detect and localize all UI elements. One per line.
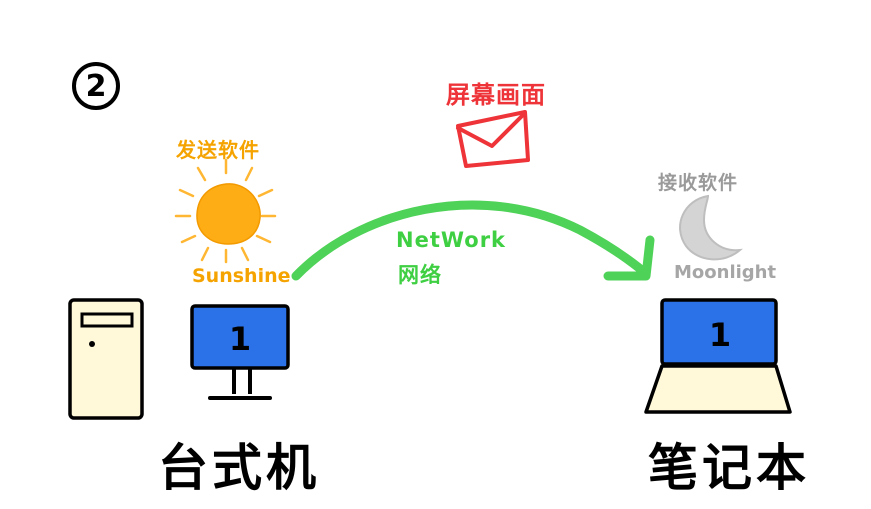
- envelope-icon: [456, 110, 530, 168]
- laptop-screen-number: 1: [709, 316, 731, 354]
- receiver-label-en: Moonlight: [674, 262, 777, 283]
- desktop-monitor: 1: [190, 304, 290, 400]
- desktop-label: 台式机: [158, 439, 320, 497]
- sender-label-cn: 发送软件: [176, 138, 260, 162]
- desktop-tower: [68, 298, 144, 420]
- network-label-cn: 网络: [398, 263, 442, 287]
- sun-icon: [174, 158, 277, 264]
- network-arrow: [291, 200, 655, 281]
- payload-label: 屏幕画面: [446, 81, 546, 109]
- receiver-label-cn: 接收软件: [658, 172, 739, 194]
- laptop-label: 笔记本: [648, 439, 810, 497]
- moon-icon: [679, 194, 744, 261]
- sender-label-en: Sunshine: [192, 265, 291, 287]
- step-number: 2: [72, 62, 120, 110]
- desktop-screen-number: 1: [229, 320, 251, 358]
- network-label-en: NetWork: [396, 228, 507, 252]
- laptop: 1: [644, 298, 792, 414]
